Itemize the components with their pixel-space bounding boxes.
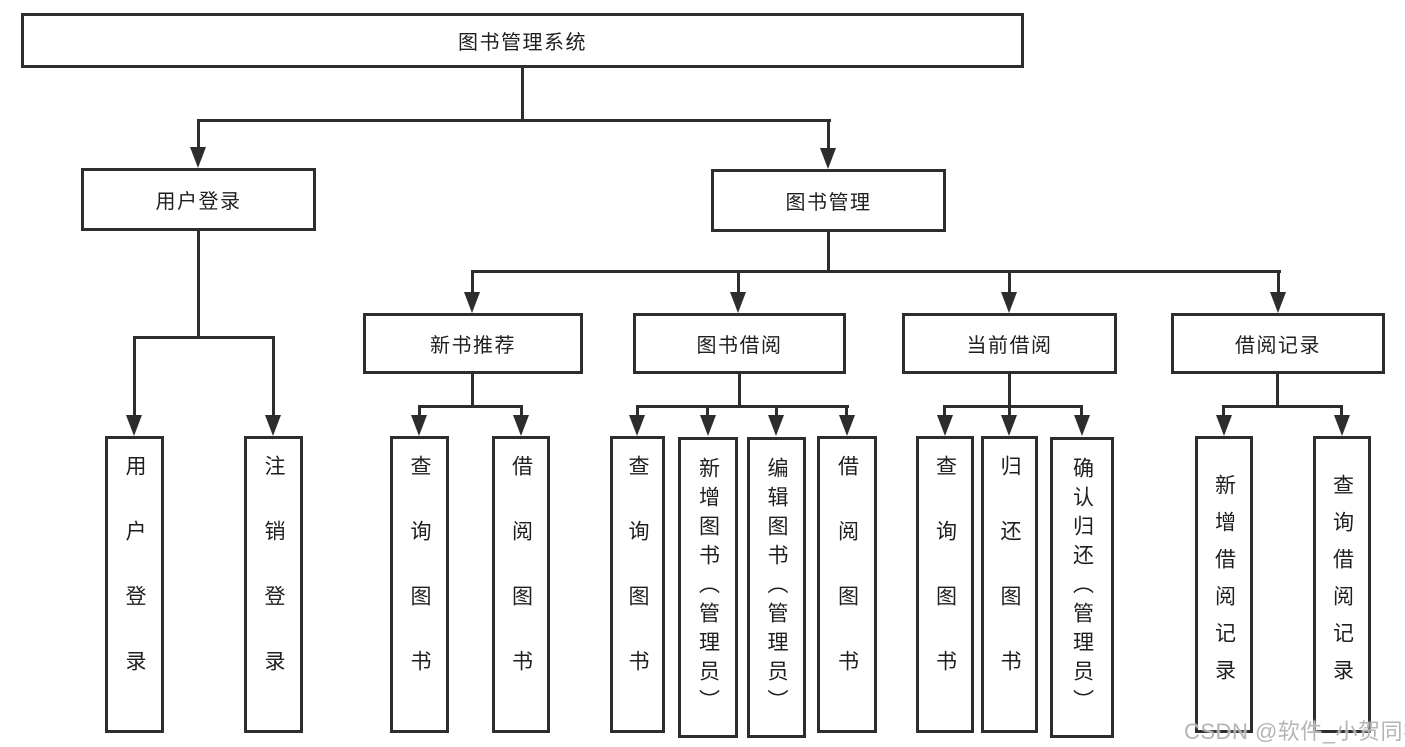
arrow-down-icon — [730, 292, 746, 313]
node-leaf-borrow-book-1: 借阅图书 — [492, 436, 550, 733]
node-root-label: 图书管理系统 — [458, 32, 587, 54]
leaf-add-book-admin-label: 新增图书（管理员） — [696, 457, 720, 718]
arrow-down-icon — [1216, 415, 1232, 436]
connector-to-query-book-3 — [943, 405, 946, 417]
connector-current-borrow-stem — [1008, 374, 1011, 408]
node-leaf-confirm-return-admin: 确认归还（管理员） — [1050, 437, 1114, 738]
connector-to-query-book-2 — [636, 405, 639, 417]
connector-to-confirm-return — [1080, 405, 1083, 417]
connector-borrow-records-stem — [1276, 374, 1279, 408]
connector-to-current-borrow — [1008, 270, 1011, 293]
node-leaf-query-borrow-record: 查询借阅记录 — [1313, 436, 1371, 733]
node-leaf-query-book-3: 查询图书 — [916, 436, 974, 733]
node-leaf-add-book-admin: 新增图书（管理员） — [678, 437, 738, 738]
leaf-edit-book-admin-label: 编辑图书（管理员） — [765, 457, 788, 718]
leaf-return-book-label: 归还图书 — [998, 454, 1021, 715]
leaf-borrow-book-1-label: 借阅图书 — [509, 454, 533, 715]
leaf-query-book-2-label: 查询图书 — [626, 454, 649, 715]
node-current-borrow-label: 当前借阅 — [966, 335, 1053, 357]
leaf-query-borrow-record-label: 查询借阅记录 — [1330, 473, 1354, 696]
watermark-text: CSDN @软件_小贺同学 — [1184, 719, 1405, 744]
arrow-down-icon — [820, 148, 836, 169]
connector-to-borrow-book-2 — [845, 405, 848, 417]
connector-to-new-book-rec — [471, 270, 474, 293]
leaf-query-book-1-label: 查询图书 — [408, 454, 431, 715]
node-current-borrow: 当前借阅 — [902, 313, 1117, 374]
arrow-down-icon — [1270, 292, 1286, 313]
connector-to-book-mgmt — [827, 119, 830, 149]
connector-book-mgmt-stem — [827, 232, 830, 273]
connector-new-book-rec-bar — [418, 405, 523, 408]
connector-to-query-book-1 — [418, 405, 421, 417]
arrow-down-icon — [1001, 415, 1017, 436]
node-book-mgmt-label: 图书管理 — [785, 192, 872, 214]
arrow-down-icon — [1334, 415, 1350, 436]
connector-to-leaf-logout — [272, 336, 275, 416]
connector-root-bar — [197, 119, 831, 122]
arrow-down-icon — [464, 292, 480, 313]
connector-to-query-record — [1340, 405, 1343, 417]
node-leaf-borrow-book-2: 借阅图书 — [817, 436, 877, 733]
arrow-down-icon — [700, 415, 716, 436]
connector-to-return-book — [1008, 405, 1011, 417]
node-leaf-user-login: 用户登录 — [105, 436, 164, 733]
node-new-book-rec: 新书推荐 — [363, 313, 583, 374]
leaf-query-book-3-label: 查询图书 — [933, 454, 957, 715]
leaf-logout-label: 注销登录 — [262, 454, 285, 715]
connector-to-user-login — [197, 119, 200, 148]
connector-to-borrow-records — [1277, 270, 1280, 293]
node-root: 图书管理系统 — [21, 13, 1024, 68]
node-leaf-add-borrow-record: 新增借阅记录 — [1195, 436, 1253, 733]
connector-borrow-records-bar — [1222, 405, 1343, 408]
node-book-borrow-label: 图书借阅 — [696, 335, 783, 357]
arrow-down-icon — [126, 415, 142, 436]
connector-book-mgmt-bar — [471, 270, 1281, 273]
connector-user-login-stem — [197, 231, 200, 339]
arrow-down-icon — [1001, 292, 1017, 313]
arrow-down-icon — [768, 415, 784, 436]
node-book-borrow: 图书借阅 — [633, 313, 846, 374]
arrow-down-icon — [1074, 415, 1090, 436]
connector-user-login-bar — [133, 336, 275, 339]
leaf-add-borrow-record-label: 新增借阅记录 — [1212, 473, 1236, 696]
node-user-login: 用户登录 — [81, 168, 316, 231]
connector-to-book-borrow — [737, 270, 740, 293]
node-user-login-label: 用户登录 — [155, 191, 242, 213]
node-borrow-records: 借阅记录 — [1171, 313, 1385, 374]
node-leaf-logout: 注销登录 — [244, 436, 303, 733]
connector-book-borrow-bar — [636, 405, 849, 408]
connector-root-stem — [521, 68, 524, 121]
connector-new-book-rec-stem — [471, 374, 474, 408]
node-leaf-return-book: 归还图书 — [981, 436, 1038, 733]
leaf-user-login-label: 用户登录 — [123, 454, 146, 715]
connector-to-add-book — [706, 405, 709, 417]
node-book-mgmt: 图书管理 — [711, 169, 946, 232]
node-borrow-records-label: 借阅记录 — [1235, 335, 1321, 357]
arrow-down-icon — [411, 415, 427, 436]
connector-book-borrow-stem — [738, 374, 741, 408]
arrow-down-icon — [629, 415, 645, 436]
arrow-down-icon — [265, 415, 281, 436]
arrow-down-icon — [190, 147, 206, 168]
connector-to-borrow-book-1 — [520, 405, 523, 417]
leaf-borrow-book-2-label: 借阅图书 — [835, 454, 859, 715]
arrow-down-icon — [839, 415, 855, 436]
connector-to-add-record — [1222, 405, 1225, 417]
connector-to-edit-book — [775, 405, 778, 417]
node-leaf-edit-book-admin: 编辑图书（管理员） — [747, 437, 806, 738]
node-new-book-rec-label: 新书推荐 — [430, 335, 516, 357]
node-leaf-query-book-1: 查询图书 — [390, 436, 449, 733]
arrow-down-icon — [513, 415, 529, 436]
arrow-down-icon — [937, 415, 953, 436]
connector-to-leaf-user-login — [133, 336, 136, 416]
leaf-confirm-return-admin-label: 确认归还（管理员） — [1070, 457, 1094, 718]
connector-current-borrow-bar — [943, 405, 1083, 408]
node-leaf-query-book-2: 查询图书 — [610, 436, 665, 733]
